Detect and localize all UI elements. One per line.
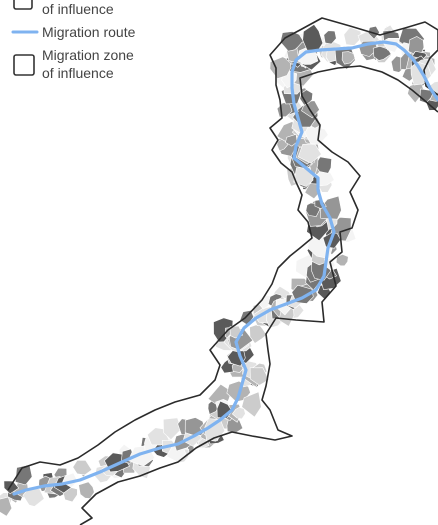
zone-cell — [323, 30, 337, 45]
legend-label-line: Migration route — [42, 24, 136, 40]
legend-box-icon — [13, 54, 35, 76]
zone-cell — [299, 89, 314, 106]
zone-cell — [297, 143, 322, 164]
zone-cell — [343, 26, 362, 46]
zone-cell — [302, 23, 324, 51]
zone-cell — [22, 486, 45, 507]
zone-cell — [335, 253, 349, 267]
zone-cell — [162, 417, 182, 441]
migration-zone-outline — [7, 17, 438, 525]
legend-label-line: of influence — [42, 1, 114, 17]
zone-cell — [285, 133, 298, 147]
zone-cell — [257, 294, 272, 310]
zone-cells — [0, 23, 438, 517]
legend-label-line: Migration zone — [42, 47, 134, 63]
zone-cell — [14, 464, 33, 486]
zone-cell — [78, 481, 95, 499]
legend: of influence Migration route Migration z… — [11, 0, 138, 81]
legend-label: Migration zone of influence — [42, 47, 138, 81]
zone-cell — [249, 367, 270, 386]
legend-label-line: of influence — [42, 65, 114, 81]
legend-label: Migration route — [42, 24, 136, 40]
zone-cell — [341, 51, 356, 65]
legend-item-zone: Migration zone of influence — [13, 47, 138, 81]
zone-cell — [0, 496, 13, 517]
zone-cell — [72, 460, 93, 476]
legend-label: of influence — [42, 1, 114, 17]
zone-cell — [241, 391, 262, 418]
zone-cell — [279, 31, 305, 52]
zone-cell — [293, 167, 314, 187]
legend-item-route: Migration route — [11, 24, 136, 40]
zone-cell — [249, 323, 268, 344]
migration-route-line — [12, 40, 438, 496]
legend-item-zone-top: of influence — [13, 0, 114, 17]
legend-box-icon — [13, 0, 33, 10]
zone-cell — [303, 126, 329, 145]
